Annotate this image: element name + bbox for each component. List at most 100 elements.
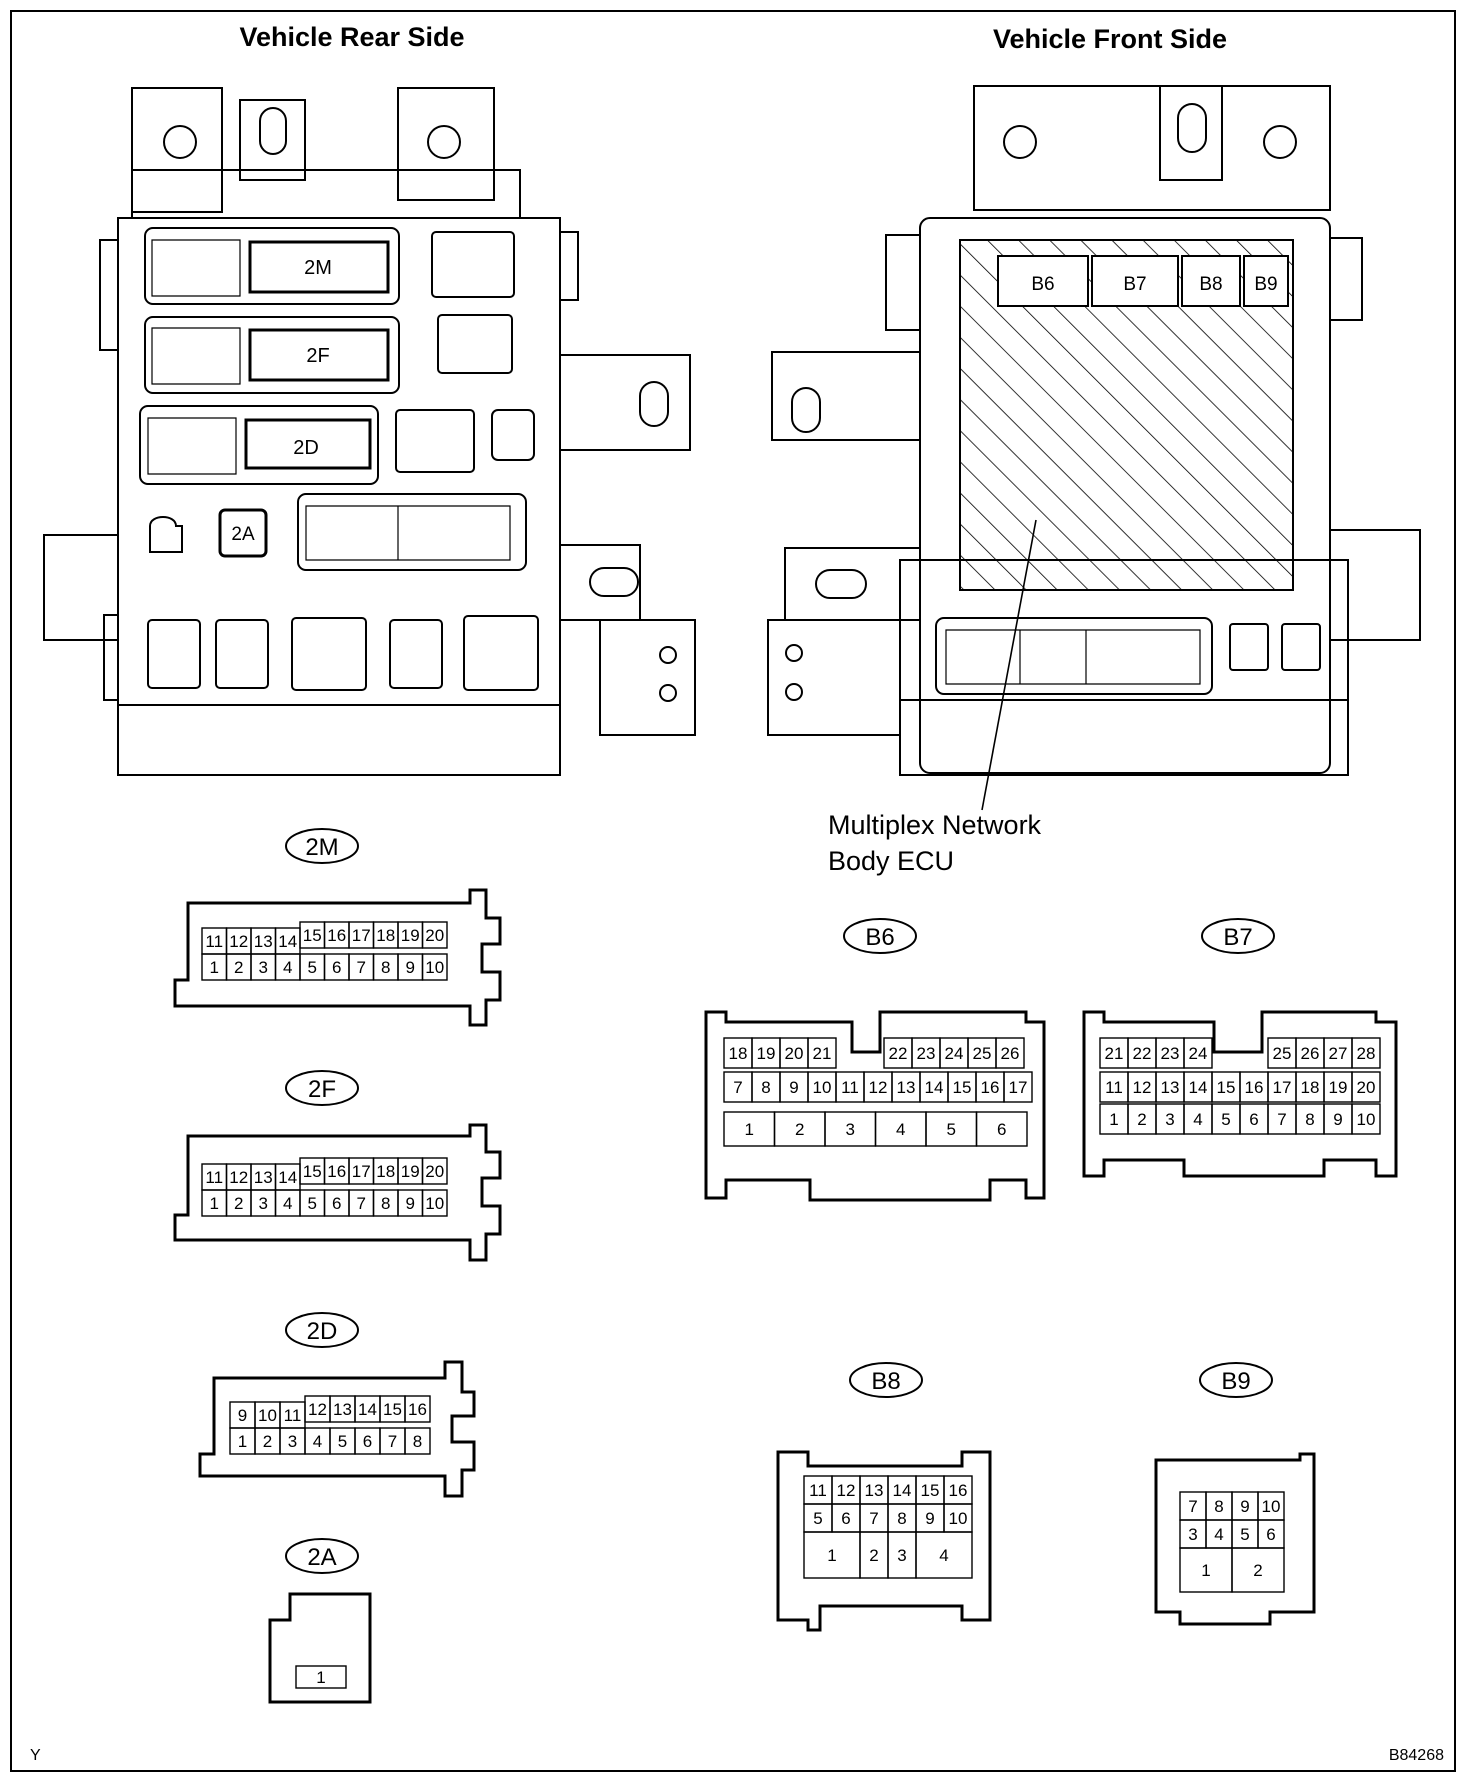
connector-2A-grid: 1 [295, 1665, 347, 1689]
pin-number: 3 [288, 1432, 297, 1451]
front-label-B8: B8 [1199, 274, 1222, 295]
pin-number: 16 [327, 1162, 346, 1181]
pin-cell [1231, 1547, 1285, 1593]
pin-number: 14 [278, 1168, 297, 1187]
pin-cell [995, 1037, 1025, 1069]
pin-number: 5 [308, 1194, 317, 1213]
pin-number: 11 [284, 1406, 302, 1425]
pin-number: 12 [869, 1078, 888, 1097]
pin-number: 21 [813, 1044, 832, 1063]
pin-number: 4 [1193, 1110, 1202, 1129]
pin-cell [1351, 1071, 1381, 1103]
pin-number: 17 [1273, 1078, 1292, 1097]
pin-number: 11 [205, 1168, 223, 1187]
pin-number: 5 [813, 1509, 822, 1528]
pin-number: 8 [381, 958, 390, 977]
connector-2M-id: 2M [305, 834, 338, 861]
pin-number: 12 [1133, 1078, 1152, 1097]
pin-number: 27 [1329, 1044, 1348, 1063]
rear-label-2D: 2D [293, 437, 319, 459]
pin-number: 11 [205, 932, 223, 951]
pin-number: 8 [1214, 1497, 1223, 1516]
pin-number: 7 [1188, 1497, 1197, 1516]
pin-number: 15 [383, 1400, 402, 1419]
pin-number: 19 [401, 1162, 420, 1181]
pin-number: 12 [229, 1168, 248, 1187]
pin-number: 17 [1009, 1078, 1028, 1097]
pin-number: 2 [1253, 1561, 1262, 1580]
pin-number: 21 [1105, 1044, 1124, 1063]
pin-number: 1 [210, 1194, 219, 1213]
drawing-frame [10, 10, 1456, 1772]
connector-2F-id: 2F [308, 1076, 336, 1103]
pin-cell [1351, 1037, 1381, 1069]
front-side-title: Vehicle Front Side [993, 24, 1227, 54]
pin-number: 7 [869, 1509, 878, 1528]
pin-number: 12 [837, 1481, 856, 1500]
pin-cell [421, 1157, 448, 1185]
pin-number: 23 [1161, 1044, 1180, 1063]
pin-number: 8 [1305, 1110, 1314, 1129]
pin-number: 8 [897, 1509, 906, 1528]
pin-number: 7 [1277, 1110, 1286, 1129]
pin-number: 19 [1329, 1078, 1348, 1097]
pin-number: 5 [947, 1120, 956, 1139]
figure-code: B84268 [1389, 1747, 1444, 1764]
rear-label-2F: 2F [306, 345, 329, 367]
pin-cell [1183, 1037, 1213, 1069]
rear-label-2A: 2A [231, 524, 255, 545]
pin-number: 6 [997, 1120, 1006, 1139]
pin-number: 5 [1240, 1525, 1249, 1544]
pin-number: 15 [303, 1162, 322, 1181]
pin-number: 22 [1133, 1044, 1152, 1063]
pin-number: 18 [729, 1044, 748, 1063]
pin-cell [295, 1665, 347, 1689]
pin-number: 9 [238, 1406, 247, 1425]
pin-number: 5 [338, 1432, 347, 1451]
pin-number: 13 [254, 932, 273, 951]
pin-number: 9 [406, 1194, 415, 1213]
pin-cell [421, 953, 448, 981]
pin-number: 10 [949, 1509, 968, 1528]
pin-number: 24 [1189, 1044, 1208, 1063]
pin-number: 17 [352, 1162, 371, 1181]
rear-side-title: Vehicle Rear Side [239, 22, 464, 52]
pin-number: 20 [425, 926, 444, 945]
pin-number: 6 [1249, 1110, 1258, 1129]
pin-number: 10 [1262, 1497, 1281, 1516]
pin-number: 18 [376, 1162, 395, 1181]
connector-B6-id: B6 [865, 924, 894, 951]
pin-number: 15 [953, 1078, 972, 1097]
front-label-B7: B7 [1123, 274, 1146, 295]
pin-number: 16 [408, 1400, 427, 1419]
pin-number: 10 [425, 958, 444, 977]
pin-number: 1 [316, 1668, 325, 1687]
pin-cell [421, 1189, 448, 1217]
connector-B7-id: B7 [1223, 924, 1252, 951]
pin-number: 1 [1201, 1561, 1210, 1580]
pin-number: 6 [363, 1432, 372, 1451]
pin-number: 18 [376, 926, 395, 945]
rear-block-labels: 2M 2F 2D 2A [231, 257, 332, 545]
pin-cell [915, 1531, 973, 1579]
pin-number: 4 [313, 1432, 322, 1451]
pin-number: 24 [945, 1044, 964, 1063]
pin-number: 19 [757, 1044, 776, 1063]
pin-number: 1 [1109, 1110, 1118, 1129]
pin-number: 14 [278, 932, 297, 951]
front-block-labels: B6 B7 B8 B9 Multiplex Network Body ECU [828, 274, 1278, 876]
rear-junction-block [43, 87, 696, 776]
pin-number: 6 [332, 1194, 341, 1213]
pin-number: 6 [332, 958, 341, 977]
pin-number: 7 [388, 1432, 397, 1451]
connector-2D-id: 2D [307, 1318, 338, 1345]
pin-number: 13 [1161, 1078, 1180, 1097]
connector-B8-id: B8 [871, 1368, 900, 1395]
